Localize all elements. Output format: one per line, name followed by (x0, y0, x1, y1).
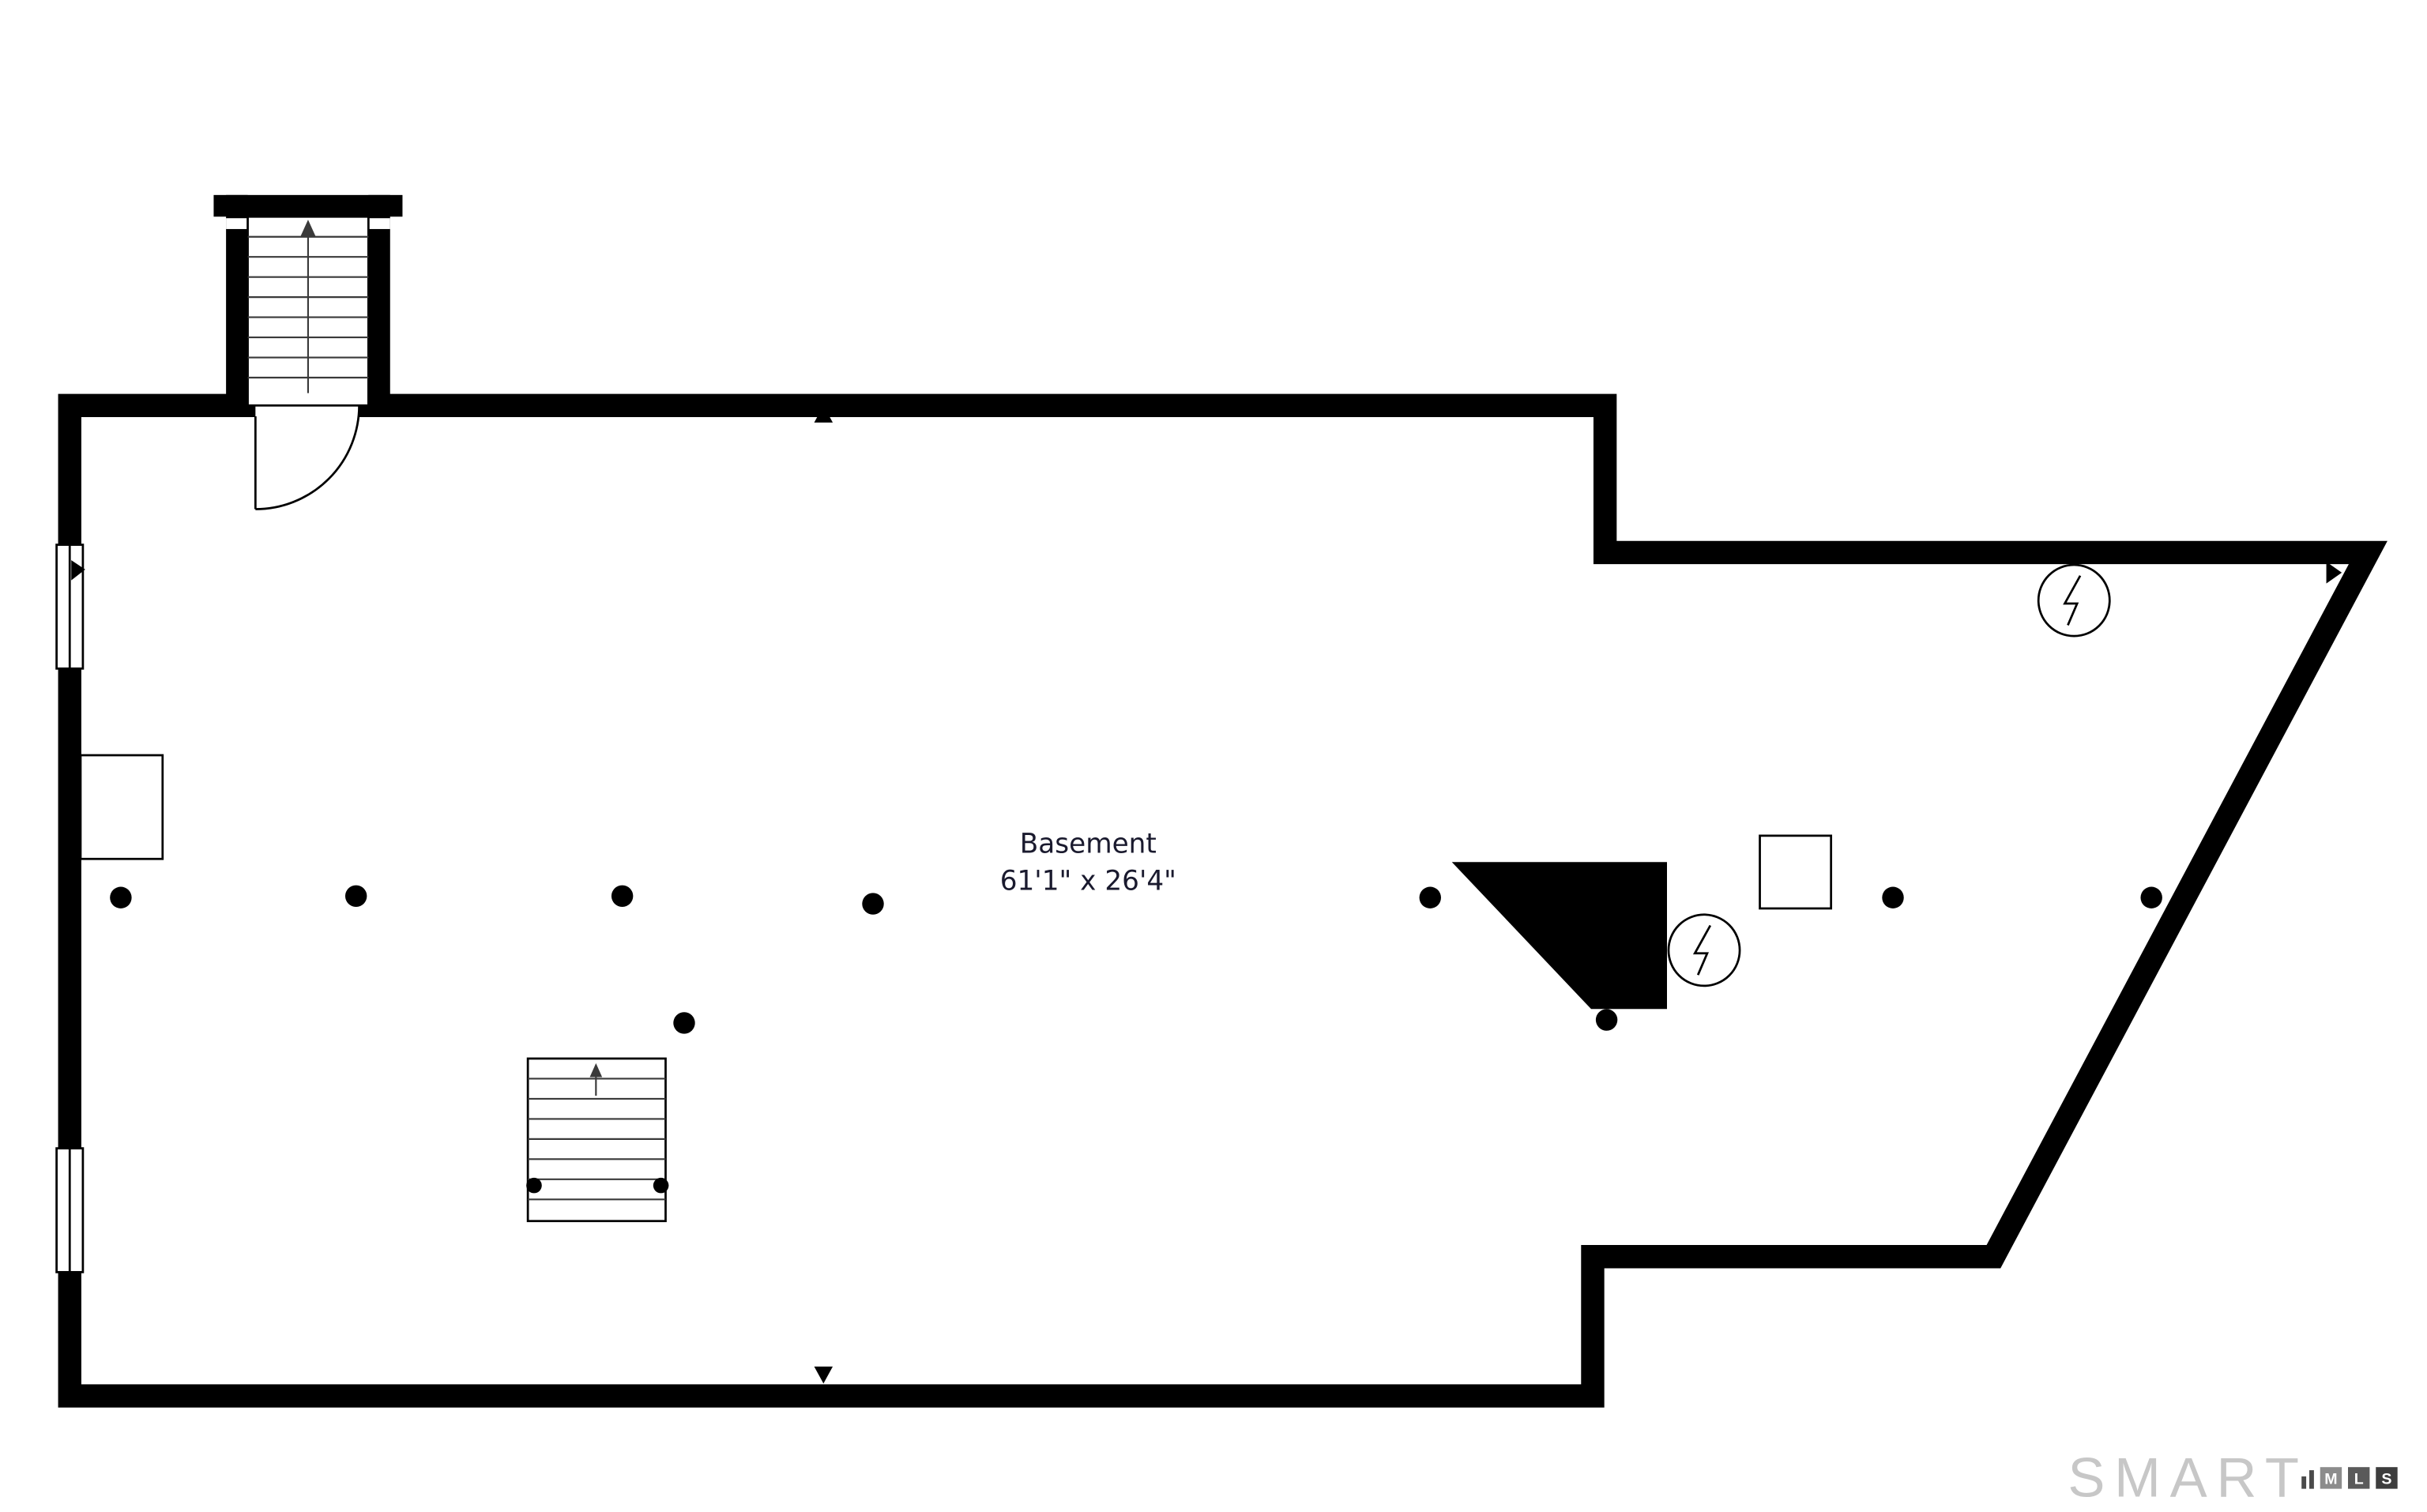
mls-box-s (2376, 1467, 2398, 1489)
stair-jamb-notch-left (226, 218, 248, 229)
mls-letter-l: L (2354, 1471, 2364, 1488)
mechanical-box (1759, 834, 1833, 910)
stair-jamb-notch-right (368, 218, 390, 229)
mls-box-l (2347, 1467, 2370, 1489)
stair-up-arrow-icon (589, 1063, 603, 1096)
marker-bottom-icon (814, 1366, 833, 1384)
brand-text: SMART (2068, 1446, 2308, 1508)
marker-left-icon (71, 560, 85, 581)
support-column (1882, 886, 1904, 908)
door-swing (254, 405, 360, 510)
stair-up-arrow-icon (300, 220, 316, 393)
furnace-symbol (2037, 563, 2111, 638)
stair-left-wall (226, 194, 248, 406)
window-left-lower (55, 1147, 85, 1273)
stair-right-wall (368, 194, 390, 406)
support-column (862, 893, 884, 915)
staircase-lower (526, 1057, 669, 1223)
room-label: Basement (1020, 828, 1157, 859)
mls-box-m (2320, 1467, 2342, 1489)
support-column (526, 1177, 542, 1194)
support-column (611, 885, 634, 908)
exterior-walls (58, 393, 2387, 1408)
marker-right-icon (2326, 562, 2342, 584)
support-column (344, 885, 367, 908)
closet-box (79, 754, 164, 860)
furnace-symbol (1667, 913, 1741, 987)
support-column (1595, 1009, 1618, 1031)
window-left-upper (55, 543, 85, 670)
support-columns (110, 885, 2162, 1034)
support-column (110, 886, 132, 908)
support-column (673, 1012, 695, 1034)
mls-letter-m: M (2324, 1471, 2337, 1488)
support-column (2140, 886, 2162, 908)
watermark-logo: SMART M L S (2068, 1446, 2398, 1508)
bar-chart-icon (2301, 1470, 2314, 1489)
chimney-mass (1451, 862, 1668, 1010)
staircase-upper (213, 194, 403, 407)
support-column (653, 1177, 669, 1194)
marker-top-icon (814, 405, 833, 423)
stair-treads (528, 1078, 666, 1201)
room-dimensions: 61'1" x 26'4" (1000, 865, 1176, 897)
mls-letter-s: S (2381, 1471, 2391, 1488)
support-column (1419, 886, 1441, 908)
